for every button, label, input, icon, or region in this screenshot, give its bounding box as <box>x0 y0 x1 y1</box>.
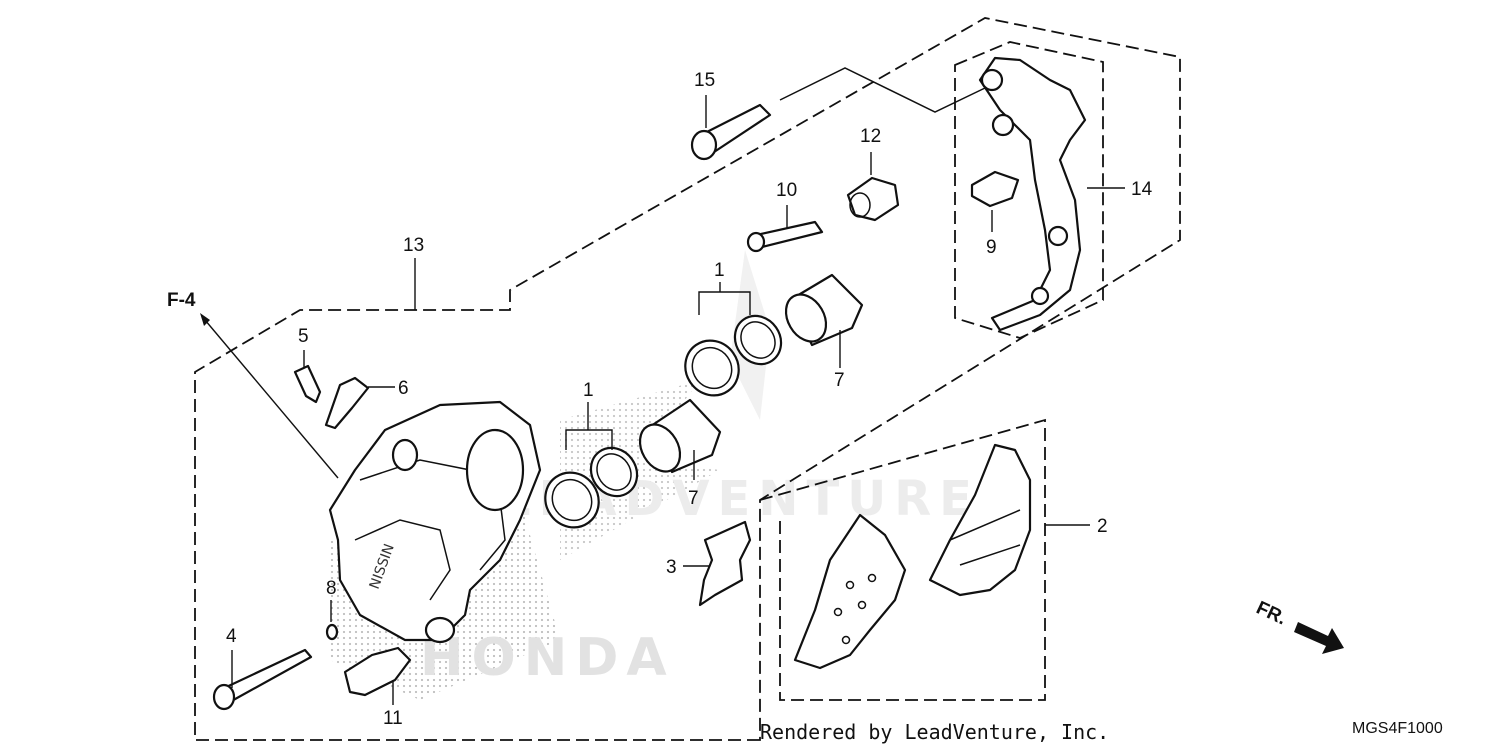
reference-label: F-4 <box>167 290 196 311</box>
part-number-5: 5 <box>298 326 309 347</box>
part-number-12: 12 <box>860 126 881 147</box>
caliper-bracket <box>978 56 1087 332</box>
piston-upper <box>784 273 864 347</box>
caliper-assembly-boundary <box>194 17 1181 741</box>
seal-upper-pair <box>684 314 783 397</box>
caliper-body: NISSIN <box>328 400 542 644</box>
bleeder-valve-5 <box>293 364 322 404</box>
part-number-4: 4 <box>226 626 237 647</box>
bracket-boundary <box>954 41 1104 339</box>
part-number-10: 10 <box>776 180 797 201</box>
brake-pad-right <box>928 443 1032 597</box>
washer-8 <box>325 623 339 641</box>
part-number-7-lower: 7 <box>688 488 699 509</box>
diagram-code: MGS4F1000 <box>1352 720 1443 737</box>
pin-bolt-4 <box>212 648 313 711</box>
part-number-11: 11 <box>383 708 403 729</box>
part-number-9: 9 <box>986 237 997 258</box>
bolt-15 <box>690 103 772 161</box>
part-number-14: 14 <box>1131 179 1153 200</box>
pin-bolt-10 <box>746 220 824 253</box>
brake-pad-left <box>793 513 907 670</box>
direction-label: FR. <box>1253 597 1290 629</box>
bolt-11 <box>343 646 412 697</box>
credit-text: Rendered by LeadVenture, Inc. <box>760 720 1109 744</box>
part-number-3: 3 <box>666 557 677 578</box>
part-number-7-upper: 7 <box>834 370 845 391</box>
assembly-boundaries <box>194 17 1181 741</box>
part-number-6: 6 <box>398 378 409 399</box>
bleeder-cap-6 <box>324 376 370 430</box>
pad-set-boundary <box>759 418 1046 701</box>
boot-12 <box>846 176 900 222</box>
bracket-leader-line <box>779 67 986 113</box>
piston-lower <box>638 398 722 474</box>
seal-lower-pair <box>544 446 639 529</box>
direction-indicator: FR. <box>1253 597 1344 654</box>
part-number-13: 13 <box>403 235 424 256</box>
part-number-1-lower: 1 <box>583 380 594 401</box>
part-number-8: 8 <box>326 578 337 599</box>
pad-retainer-3 <box>698 520 752 607</box>
part-number-2: 2 <box>1097 516 1108 537</box>
pad-spring-clip-9 <box>970 170 1020 208</box>
direction-arrow-icon <box>1294 622 1344 654</box>
brand-watermark: HONDA <box>420 628 675 688</box>
leader-lines <box>200 95 1125 705</box>
part-number-15: 15 <box>694 70 715 91</box>
part-number-1-upper: 1 <box>714 260 725 281</box>
